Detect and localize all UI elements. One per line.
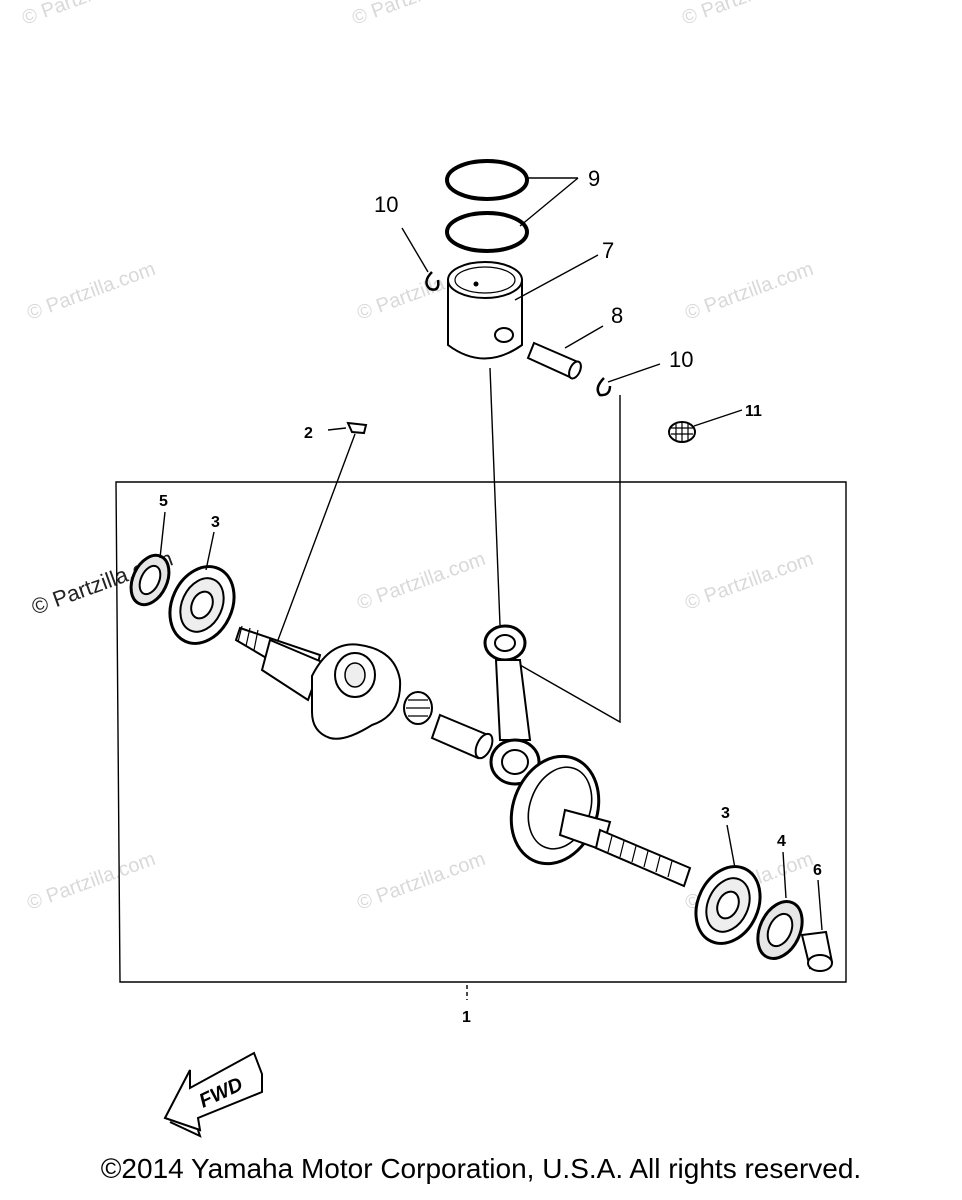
watermark: © Partzilla.com xyxy=(354,548,488,615)
watermark: © Partzilla.com xyxy=(349,0,483,30)
bearing-left xyxy=(168,565,236,645)
leader-3-right xyxy=(726,824,736,869)
watermark: © Partzilla.com xyxy=(24,258,158,325)
leader-10-left xyxy=(401,227,429,273)
leader-8 xyxy=(564,325,604,349)
callout-2: 2 xyxy=(304,425,313,442)
callout-1: 1 xyxy=(462,1009,471,1026)
piston-pin xyxy=(526,341,582,380)
bearing-right xyxy=(694,865,762,945)
leader-piston-rod xyxy=(489,367,501,626)
needle-bearing-small xyxy=(668,421,696,443)
callout-3-right: 3 xyxy=(721,805,730,822)
crankshaft-left-half xyxy=(234,625,402,740)
leader-3-left xyxy=(205,531,215,571)
crankshaft-assembly-box xyxy=(115,481,847,983)
watermark: © Partzilla.com xyxy=(19,0,153,30)
watermark: © Partzilla.com xyxy=(682,548,816,615)
callout-4: 4 xyxy=(777,833,786,850)
leader-7 xyxy=(514,254,599,301)
callout-10-left: 10 xyxy=(374,192,398,217)
leader-2 xyxy=(277,427,356,641)
callout-9: 9 xyxy=(588,166,600,191)
oil-seal-right xyxy=(756,900,804,960)
leader-4 xyxy=(782,851,787,899)
circlip-right xyxy=(596,377,612,397)
crankshaft-right-half xyxy=(509,754,692,888)
piston-rings xyxy=(445,159,529,253)
leader-6 xyxy=(817,879,823,931)
oil-seal-left xyxy=(129,553,171,607)
callout-7: 7 xyxy=(602,238,614,263)
leader-5 xyxy=(159,511,166,559)
connecting-rod xyxy=(483,624,541,786)
woodruff-key xyxy=(346,421,368,435)
watermarks: © Partzilla.com © Partzilla.com © Partzi… xyxy=(19,0,816,915)
copyright-notice: ©2014 Yamaha Motor Corporation, U.S.A. A… xyxy=(100,1153,862,1184)
leader-10-right xyxy=(607,363,661,383)
leader-11 xyxy=(693,409,743,427)
piston xyxy=(447,261,523,360)
callout-5: 5 xyxy=(159,493,168,510)
circlip-left xyxy=(425,271,440,291)
callout-11: 11 xyxy=(745,403,762,420)
callout-6: 6 xyxy=(813,862,822,879)
watermark: © Partzilla.com xyxy=(354,848,488,915)
watermark: © Partzilla.com xyxy=(679,0,813,30)
fwd-arrow: FWD xyxy=(163,1051,263,1138)
leader-bearing-rod xyxy=(519,395,621,724)
watermark: © Partzilla.com xyxy=(24,848,158,915)
callout-3-left: 3 xyxy=(211,514,220,531)
callout-10-right: 10 xyxy=(669,347,693,372)
leader-9 xyxy=(519,177,579,227)
callout-8: 8 xyxy=(611,303,623,328)
watermark: © Partzilla.com xyxy=(682,258,816,325)
crank-pin xyxy=(430,713,494,760)
needle-bearing-crank xyxy=(403,691,433,725)
collar xyxy=(800,930,834,972)
